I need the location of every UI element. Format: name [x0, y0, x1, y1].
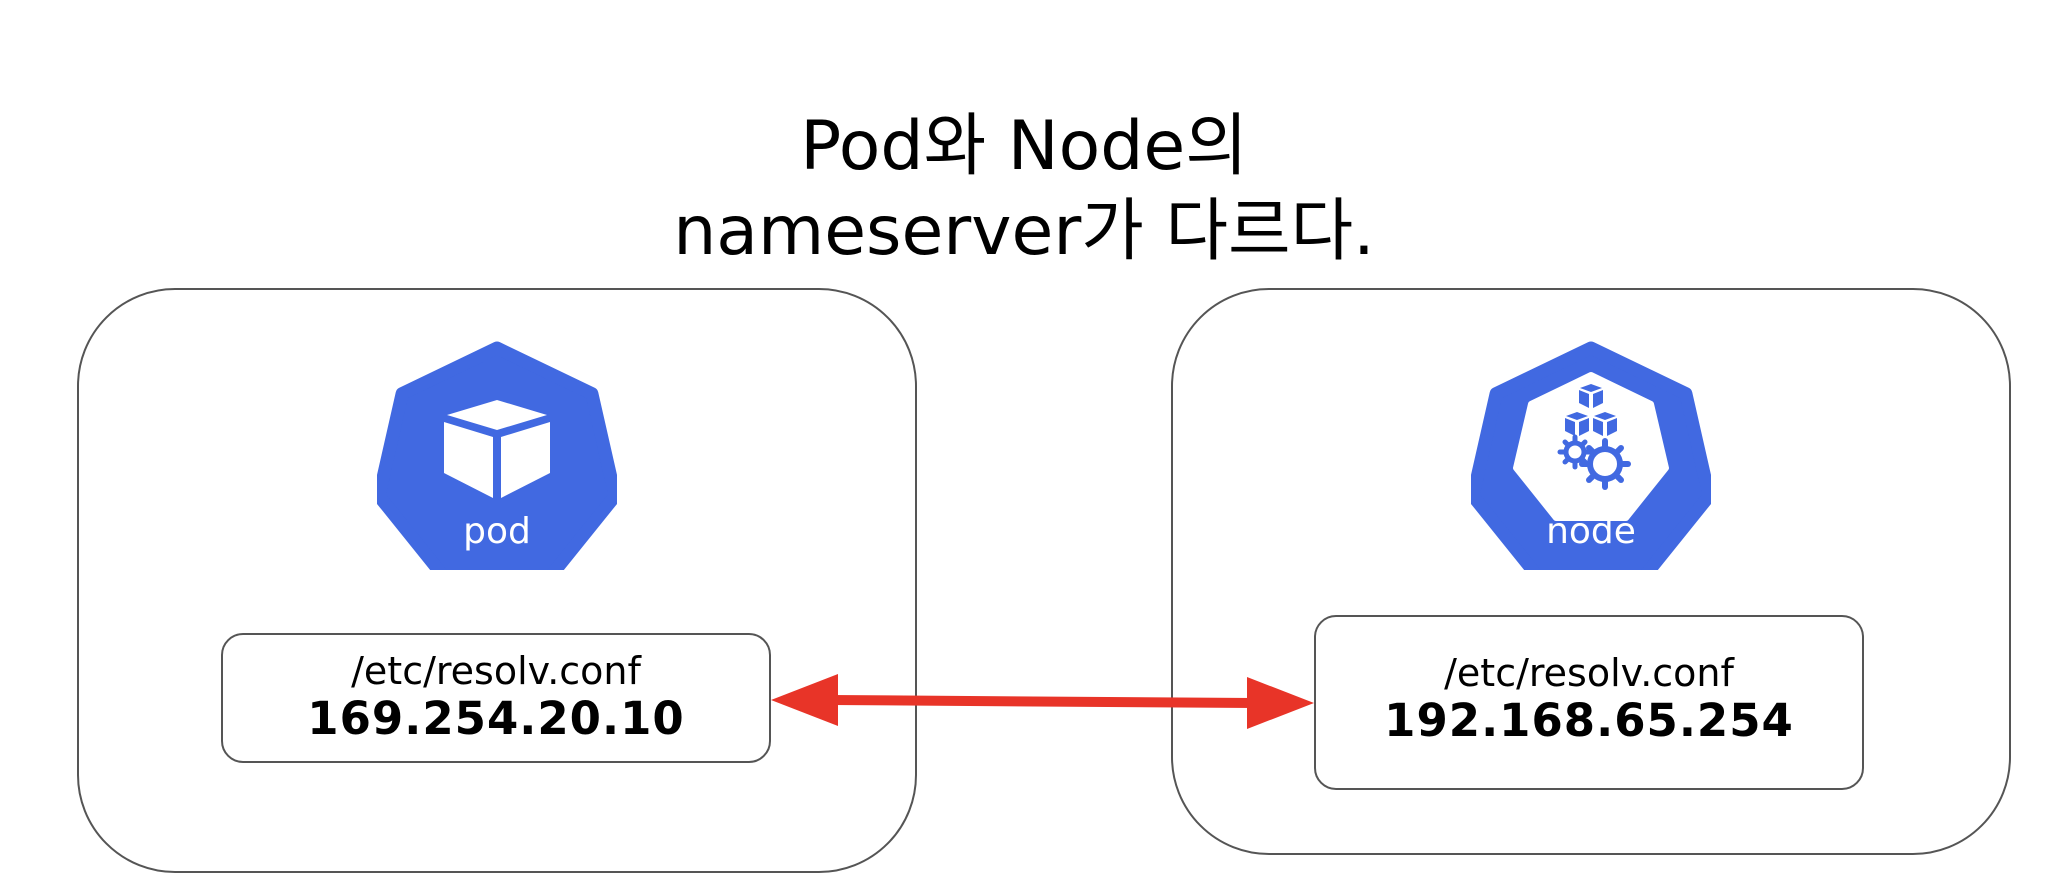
- node-nameserver-ip: 192.168.65.254: [1384, 694, 1794, 747]
- pod-conf-path: /etc/resolv.conf: [351, 649, 641, 693]
- cube-icon: [444, 400, 550, 498]
- node-resolv-conf-box: /etc/resolv.conf 192.168.65.254: [1314, 615, 1864, 790]
- node-icon-label: node: [1546, 511, 1636, 552]
- diagram-title-line-2: nameserver가 다르다.: [673, 192, 1375, 271]
- node-icon: node: [1471, 340, 1711, 570]
- node-heptagon-icon: [1471, 341, 1711, 570]
- cubes-icon: [1565, 384, 1617, 436]
- heptagon-shape: [377, 341, 617, 570]
- pod-nameserver-ip: 169.254.20.10: [307, 692, 685, 745]
- pod-icon: pod: [377, 340, 617, 570]
- pod-heptagon-icon: [377, 341, 617, 570]
- node-conf-path: /etc/resolv.conf: [1444, 651, 1734, 695]
- diagram-title-line-1: Pod와 Node의: [800, 107, 1248, 186]
- pod-icon-label: pod: [463, 511, 531, 552]
- pod-resolv-conf-box: /etc/resolv.conf 169.254.20.10: [221, 633, 771, 763]
- gears-icon: [1557, 434, 1631, 490]
